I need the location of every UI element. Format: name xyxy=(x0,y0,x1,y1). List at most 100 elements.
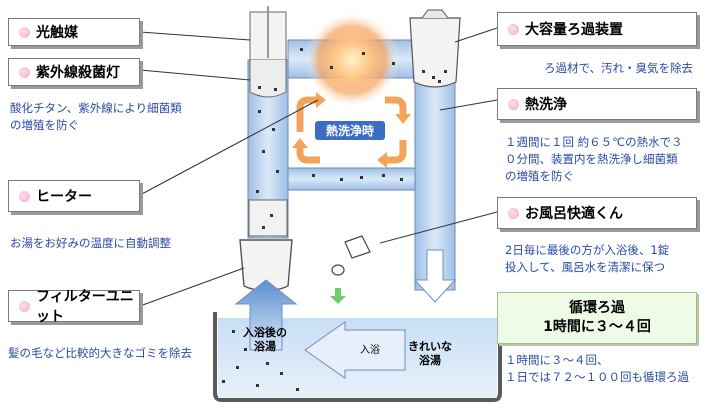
desc-cycle-line-2: １日では７２～１００回も循環ろ過 xyxy=(505,370,689,384)
debris-speck xyxy=(236,366,239,369)
desc-uv-lamp-line-1: 酸化チタン、紫外線により細菌類 xyxy=(10,101,182,115)
label-heat-wash: 熱洗浄 xyxy=(497,88,697,120)
debris-speck xyxy=(330,66,333,69)
desc-bath-kaiteki-line-2: 投入して、風呂水を清潔に保つ xyxy=(505,260,666,274)
debris-speck xyxy=(276,170,279,173)
cycle-box: 循環ろ過 1時間に３～４回 xyxy=(497,292,697,344)
tablet-drop-arrow xyxy=(330,288,346,304)
debris-speck xyxy=(274,88,277,91)
bathtub xyxy=(213,312,502,402)
uv-lamp-bulb xyxy=(249,60,287,98)
debris-speck xyxy=(266,362,269,365)
callout-lines xyxy=(139,27,498,307)
clean-water-line-1: きれいな xyxy=(408,340,452,353)
cycle-arrow-tr xyxy=(385,96,407,116)
heat-wash-tag-bg xyxy=(315,121,385,140)
desc-heater-line-1: お湯をお好みの温度に自動調整 xyxy=(10,236,171,250)
bullet-icon xyxy=(19,26,30,38)
debris-speck xyxy=(272,128,275,131)
debris-speck xyxy=(444,70,447,73)
desc-uv-lamp: 酸化チタン、紫外線により細菌類 の増殖を防ぐ xyxy=(10,100,182,134)
debris-speck xyxy=(256,384,259,387)
debris-speck xyxy=(280,372,283,375)
label-heater-text: ヒーター xyxy=(36,189,92,205)
debris-speck xyxy=(360,176,363,179)
after-bath-label: 入浴後の 浴湯 xyxy=(234,326,296,354)
cycle-box-line-1: 循環ろ過 xyxy=(569,300,625,316)
desc-uv-lamp-line-2: の増殖を防ぐ xyxy=(10,118,79,132)
debris-speck xyxy=(422,70,425,73)
label-heater: ヒーター xyxy=(8,180,140,212)
debris-speck xyxy=(382,174,385,177)
after-bath-line-1: 入浴後の xyxy=(243,326,287,339)
bullet-icon xyxy=(508,98,519,110)
clean-water-line-2: 浴湯 xyxy=(419,354,441,367)
large-filter-device xyxy=(409,17,461,88)
debris-speck xyxy=(262,226,265,229)
label-uv-lamp: 紫外線殺菌灯 xyxy=(8,58,140,86)
label-photocatalyst: 光触媒 xyxy=(8,18,140,46)
debris-speck xyxy=(270,214,273,217)
debris-speck xyxy=(438,80,441,83)
tablet-icon xyxy=(331,264,345,276)
label-large-filter-text: 大容量ろ過装置 xyxy=(525,22,623,38)
desc-bath-kaiteki-line-1: 2日毎に最後の方が入浴後、1錠 xyxy=(505,243,670,257)
clean-water-label: きれいな 浴湯 xyxy=(400,340,460,368)
debris-speck xyxy=(296,388,299,391)
debris-speck xyxy=(256,190,259,193)
desc-heat-wash: １週間に１回 約６５℃の熱水で３ ０分間、装置内を熱洗浄し細菌類 の増殖を防ぐ xyxy=(505,134,683,185)
debris-speck xyxy=(258,110,261,113)
tablet-pack-icon xyxy=(344,235,371,259)
bullet-icon xyxy=(508,207,519,219)
downflow-arrow xyxy=(413,249,457,303)
cycle-arrow-tl xyxy=(296,96,318,132)
debris-speck xyxy=(312,174,315,177)
desc-heat-wash-line-1: １週間に１回 約６５℃の熱水で３ xyxy=(505,135,683,149)
debris-speck xyxy=(222,380,225,383)
desc-heat-wash-line-3: の増殖を防ぐ xyxy=(505,169,574,183)
debris-particles xyxy=(222,48,447,391)
label-filter-unit: フィルターユニット xyxy=(8,289,140,325)
cycle-box-line-2: 1時間に３～４回 xyxy=(543,319,651,335)
debris-speck xyxy=(432,76,435,79)
bullet-icon xyxy=(19,66,30,78)
upflow-arrow xyxy=(234,279,298,351)
cycle-arrow-bl xyxy=(296,146,320,164)
desc-filter-unit-line-1: 髪の毛など比較的大きなゴミを除去 xyxy=(8,346,192,360)
heat-wash-time-tag: 熱洗浄時 xyxy=(325,124,374,138)
heater-device xyxy=(248,199,288,237)
desc-large-filter: ろ過材で、汚れ・臭気を除去 xyxy=(544,60,693,77)
debris-speck xyxy=(340,178,343,181)
label-bath-kaiteki-text: お風呂快適くん xyxy=(525,206,623,222)
desc-large-filter-line-1: ろ過材で、汚れ・臭気を除去 xyxy=(544,61,694,75)
bullet-icon xyxy=(508,23,519,35)
debris-speck xyxy=(362,52,365,55)
label-uv-lamp-text: 紫外線殺菌灯 xyxy=(36,65,120,81)
debris-speck xyxy=(244,348,247,351)
bathing-label: 入浴 xyxy=(360,345,380,356)
debris-speck xyxy=(262,150,265,153)
label-photocatalyst-text: 光触媒 xyxy=(36,25,78,41)
desc-cycle: １時間に３～４回、 １日では７２～１００回も循環ろ過 xyxy=(505,352,689,386)
label-heat-wash-text: 熱洗浄 xyxy=(525,97,567,113)
label-bath-kaiteki: お風呂快適くん xyxy=(497,197,697,229)
bathing-flow-arrow xyxy=(304,321,406,379)
desc-heat-wash-line-2: ０分間、装置内を熱洗浄し細菌類 xyxy=(505,152,678,166)
debris-speck xyxy=(258,86,261,89)
cycle-arrow-br xyxy=(385,140,407,164)
bullet-icon xyxy=(19,190,30,202)
debris-speck xyxy=(300,48,303,51)
desc-heater: お湯をお好みの温度に自動調整 xyxy=(10,235,171,252)
desc-bath-kaiteki: 2日毎に最後の方が入浴後、1錠 投入して、風呂水を清潔に保つ xyxy=(505,242,669,276)
bullet-icon xyxy=(19,300,30,312)
label-filter-unit-text: フィルターユニット xyxy=(36,289,134,325)
debris-speck xyxy=(392,62,395,65)
debris-speck xyxy=(400,178,403,181)
desc-filter-unit: 髪の毛など比較的大きなゴミを除去 xyxy=(8,345,192,362)
after-bath-line-2: 浴湯 xyxy=(254,340,276,353)
desc-cycle-line-1: １時間に３～４回、 xyxy=(505,353,609,367)
debris-speck xyxy=(232,330,235,333)
heat-glow xyxy=(304,12,400,108)
label-large-filter: 大容量ろ過装置 xyxy=(497,12,697,46)
